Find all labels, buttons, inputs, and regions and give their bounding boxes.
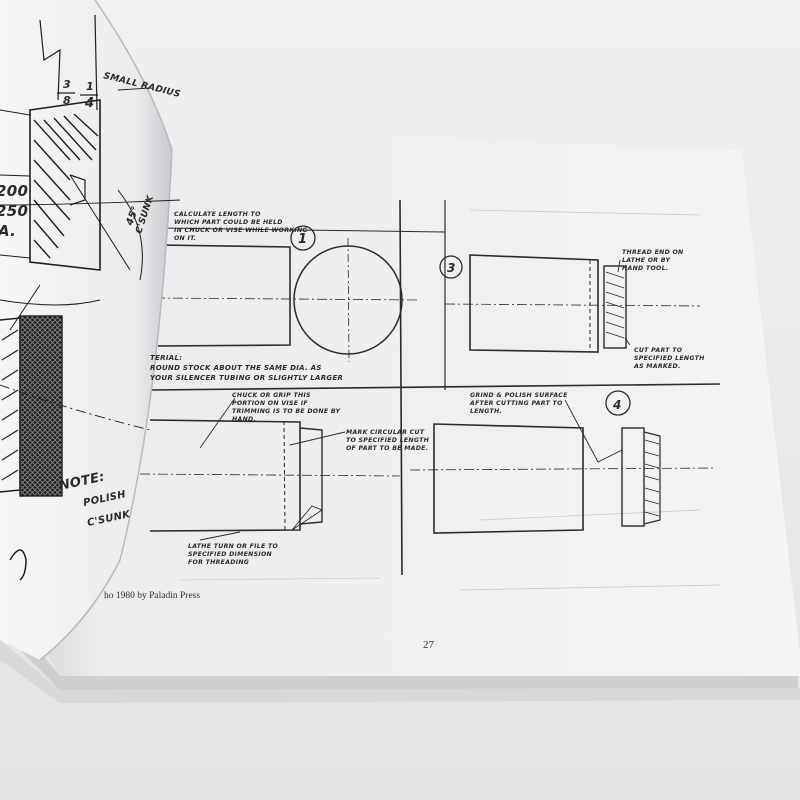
step-4-drawing [409,390,716,534]
page-edges [0,640,800,703]
fraction-4: 4 [84,96,94,111]
step-labels: 1 CALCULATE LENGTH TO WHICH PART COULD B… [150,211,705,566]
fraction-1: 1 [86,80,94,93]
material-line-1: ROUND STOCK ABOUT THE SAME DIA. AS [150,364,322,372]
step-3-callout-3: HAND TOOL. [622,265,668,272]
step-2-callout3-3: FOR THREADING [188,559,249,566]
right-page [40,128,800,676]
step-4-number: 4 [612,398,622,412]
step-4-callout-2: AFTER CUTTING PART TO [469,400,563,407]
copyright-credit: ho 1980 by Paladin Press [104,591,200,601]
step-1-callout-2: WHICH PART COULD BE HELD [174,219,283,226]
material-label: TERIAL: [150,354,182,362]
fraction-8: 8 [63,94,71,107]
fraction-3: 3 [63,78,71,91]
step-1-number: 1 [298,232,307,247]
dia-line-1: 200 [0,182,28,200]
step-2-callout2-1: MARK CIRCULAR CUT [346,429,425,436]
step-2-callout-4: HAND. [232,416,256,423]
step-3-callout2-2: SPECIFIED LENGTH [634,355,705,362]
step-4-callout-1: GRIND & POLISH SURFACE [470,392,568,399]
technical-drawing [139,199,721,591]
step-2-callout2-2: TO SPECIFIED LENGTH [346,437,430,444]
step-2-callout-3: TRIMMING IS TO BE DONE BY [232,408,340,415]
step-3-drawing [439,254,701,353]
step-1-callout-4: ON IT. [174,235,196,242]
page-number: 27 [423,639,435,651]
step-1-drawing [154,225,421,363]
step-2-callout-1: CHUCK OR GRIP THIS [232,392,311,399]
step-1-callout-3: IN CHUCK OR VISE WHILE WORKING [174,227,308,234]
step-2-drawing [139,397,401,541]
step-4-callout-3: LENGTH. [470,408,502,415]
dia-line-2: 250 [0,202,28,220]
step-3-number: 3 [447,261,456,275]
step-2-callout3-1: LATHE TURN OR FILE TO [188,543,279,550]
step-1-callout-1: CALCULATE LENGTH TO [174,211,261,218]
step-2-callout-2: PORTION ON VISE IF [232,400,308,407]
dia-line-3: A. [0,222,16,240]
material-line-2: YOUR SILENCER TUBING OR SLIGHTLY LARGER [150,374,343,382]
step-3-callout-1: THREAD END ON [622,249,684,256]
step-3-callout2-3: AS MARKED. [633,363,681,370]
step-2-callout2-3: OF PART TO BE MADE. [346,445,428,452]
step-2-callout3-2: SPECIFIED DIMENSION [188,551,273,558]
left-page-drawing [0,14,181,581]
step-3-callout2-1: CUT PART TO [634,347,683,354]
step-3-callout-2: LATHE OR BY [622,257,670,264]
